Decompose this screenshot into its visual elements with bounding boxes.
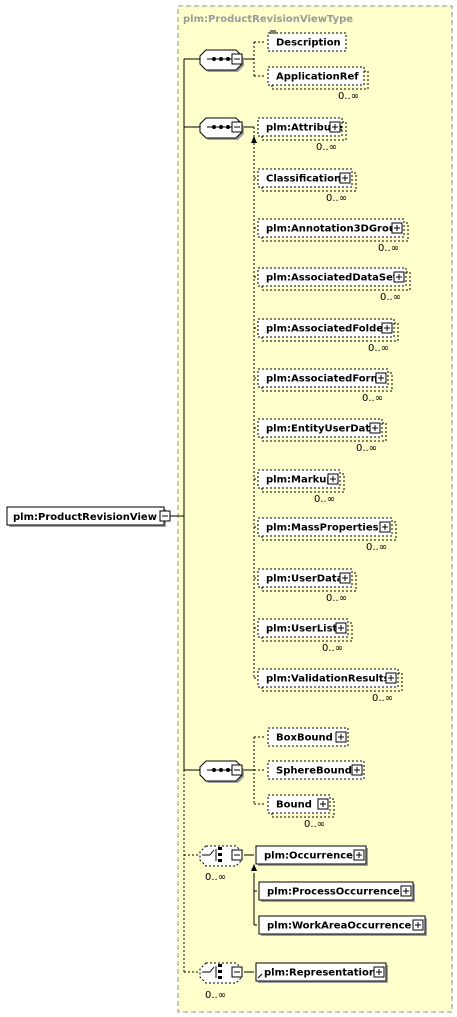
expand-icon[interactable] [327, 473, 339, 485]
element-workareaoccurrence[interactable]: plm:WorkAreaOccurrence [258, 915, 427, 936]
arrow-icon [251, 864, 257, 871]
element-associateddataset[interactable]: plm:AssociatedDataSet 0..∞ [257, 267, 411, 303]
occurs-label: 0..∞ [362, 393, 383, 404]
element-layer: DescriptionApplicationRef0..∞plm:Attribu… [255, 30, 427, 983]
occurs-label: 0..∞ [326, 593, 347, 604]
root-element-box[interactable]: plm:ProductRevisionView [6, 506, 166, 527]
element-bound[interactable]: Bound 0..∞ [267, 794, 335, 830]
expand-icon[interactable] [385, 672, 397, 684]
occurs-label: 0..∞ [378, 243, 399, 254]
occurs-label: 0..∞ [314, 494, 335, 505]
expand-icon[interactable] [335, 731, 347, 743]
element-label: plm:ValidationResults [266, 674, 390, 685]
expand-icon[interactable] [339, 572, 351, 584]
element-description[interactable]: Description [267, 30, 347, 52]
occurs-label: 0..∞ [316, 142, 337, 153]
occurs-label: 0..∞ [304, 819, 325, 830]
element-label: plm:Annotation3DGroup [266, 224, 403, 235]
expand-icon[interactable] [339, 172, 351, 184]
occurs-label: 0..∞ [372, 693, 393, 704]
element-attribute[interactable]: plm:Attribute 0..∞ [257, 117, 347, 153]
element-processoccurrence[interactable]: plm:ProcessOccurrence [258, 881, 415, 902]
choice-occurs: 0..∞ [205, 872, 226, 883]
element-label: plm:ProcessOccurrence [267, 887, 400, 898]
element-userdata[interactable]: plm:UserData 0..∞ [257, 568, 357, 604]
element-label: Classification [266, 174, 341, 185]
expand-icon[interactable] [317, 798, 329, 810]
element-representation[interactable]: plm:Representation [255, 962, 388, 983]
type-title: plm:ProductRevisionViewType [183, 14, 353, 25]
element-markup[interactable]: plm:Markup 0..∞ [257, 469, 345, 505]
expand-icon[interactable] [381, 322, 393, 334]
expand-icon[interactable] [335, 622, 347, 634]
occurs-label: 0..∞ [326, 193, 347, 204]
collapse-icon[interactable] [231, 966, 243, 978]
element-entityuserdata[interactable]: plm:EntityUserData 0..∞ [257, 418, 387, 454]
expand-icon[interactable] [329, 121, 341, 133]
occurs-label: 0..∞ [368, 343, 389, 354]
element-label: plm:Attribute [266, 123, 343, 134]
collapse-icon[interactable] [231, 849, 243, 861]
element-label: plm:Representation [264, 968, 376, 979]
expand-icon[interactable] [369, 422, 381, 434]
expand-icon[interactable] [391, 222, 403, 234]
element-massproperties[interactable]: plm:MassProperties 0..∞ [257, 517, 397, 553]
element-label: Description [276, 38, 341, 49]
element-label: plm:Occurrence [264, 851, 353, 862]
element-label: Bound [276, 800, 312, 811]
expand-icon[interactable] [400, 885, 412, 897]
element-label: ApplicationRef [276, 72, 359, 83]
element-label: plm:AssociatedDataSet [266, 273, 398, 284]
expand-icon[interactable] [393, 271, 405, 283]
element-validationresults[interactable]: plm:ValidationResults 0..∞ [257, 668, 403, 704]
expand-icon[interactable] [375, 372, 387, 384]
element-associatedfolder[interactable]: plm:AssociatedFolder 0..∞ [257, 318, 399, 354]
element-applicationref[interactable]: ApplicationRef 0..∞ [267, 66, 369, 102]
choice-occurs: 0..∞ [205, 990, 226, 1001]
expand-icon[interactable] [353, 849, 365, 861]
element-associatedform[interactable]: plm:AssociatedForm 0..∞ [257, 368, 393, 404]
collapse-icon[interactable] [159, 510, 171, 522]
element-label: plm:Markup [266, 475, 334, 486]
element-spherebound[interactable]: SphereBound [267, 760, 365, 780]
element-label: plm:MassProperties [266, 523, 379, 534]
expand-icon[interactable] [379, 521, 391, 533]
collapse-icon[interactable] [231, 53, 243, 65]
element-occurrence[interactable]: plm:Occurrence [255, 845, 368, 866]
expand-icon[interactable] [373, 966, 385, 978]
root-element-label: plm:ProductRevisionView [13, 512, 157, 523]
expand-icon[interactable] [351, 764, 363, 776]
element-label: plm:UserList [266, 624, 338, 635]
occurs-label: 0..∞ [366, 542, 387, 553]
element-label: plm:WorkAreaOccurrence [267, 921, 412, 932]
occurs-label: 0..∞ [380, 292, 401, 303]
occurs-label: 0..∞ [322, 643, 343, 654]
collapse-icon[interactable] [231, 764, 243, 776]
element-label: plm:EntityUserData [266, 424, 377, 435]
connectors [170, 41, 266, 973]
element-label: plm:UserData [266, 574, 343, 585]
arrow-icon [251, 136, 257, 143]
element-boxbound[interactable]: BoxBound [267, 727, 349, 747]
element-label: plm:AssociatedForm [266, 374, 381, 385]
element-label: SphereBound [276, 766, 352, 777]
expand-icon[interactable] [412, 919, 424, 931]
element-classification[interactable]: Classification 0..∞ [257, 168, 357, 204]
occurs-label: 0..∞ [356, 443, 377, 454]
occurs-label: 0..∞ [338, 91, 359, 102]
element-userlist[interactable]: plm:UserList 0..∞ [257, 618, 353, 654]
element-annotation3dgroup[interactable]: plm:Annotation3DGroup 0..∞ [257, 218, 409, 254]
element-label: plm:AssociatedFolder [266, 324, 388, 335]
element-label: BoxBound [276, 733, 333, 744]
collapse-icon[interactable] [231, 121, 243, 133]
